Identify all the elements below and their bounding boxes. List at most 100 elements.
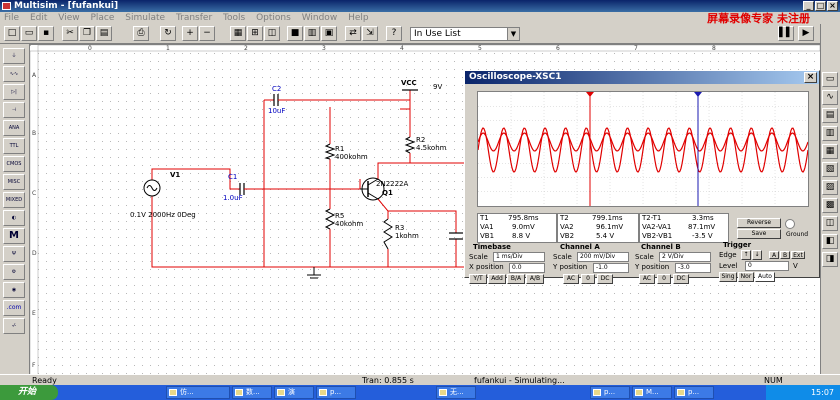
menu-transfer[interactable]: Transfer [175,13,213,23]
resistor-r5[interactable]: R5 40kohm [324,208,363,230]
new-file-icon[interactable]: □ [4,26,20,41]
zoom-in-icon[interactable]: + [182,26,198,41]
export-icon[interactable]: ⇲ [362,26,378,41]
menu-simulate[interactable]: Simulate [125,13,166,23]
trigger-auto-button[interactable]: Auto [755,272,775,282]
trigger-falling-edge-button[interactable]: ↓ [752,250,762,260]
multimeter-icon[interactable]: ▭ [822,72,838,87]
menu-window[interactable]: Window [301,13,338,23]
cursor-1-handle-icon[interactable] [586,92,594,97]
trigger-rising-edge-button[interactable]: ↑ [741,250,751,260]
sim-run-icon[interactable]: ▶ [798,26,814,41]
task-item-2[interactable]: 数... [232,386,272,399]
logic-converter-icon[interactable]: ▩ [822,198,838,213]
channel-b-ac-button[interactable]: AC [639,274,655,284]
measure-parts-icon[interactable]: M [3,228,25,244]
trigger-source-b-button[interactable]: B [780,251,790,259]
basic-parts-icon[interactable]: ∿∿ [3,66,25,82]
channel-a-ypos-input[interactable]: -1.0 [593,263,629,273]
mode-ab-button[interactable]: A/B [526,274,544,284]
source-parts-icon[interactable]: ⏚ [3,48,25,64]
open-folder-icon[interactable]: ▭ [21,26,37,41]
trigger-source-ext-button[interactable]: Ext [791,251,805,259]
maximize-button[interactable]: □ [815,1,826,11]
in-use-list-dropdown[interactable]: In Use List ▼ [410,27,520,41]
capacitor-ce[interactable] [449,232,463,240]
bus-parts-icon[interactable]: -⁄- [3,318,25,334]
wiring-icon[interactable]: ⊞ [247,26,263,41]
electromech-parts-icon[interactable]: ⚙ [3,264,25,280]
cursor-1[interactable] [586,92,594,206]
menu-options[interactable]: Options [256,13,291,23]
timebase-xpos-input[interactable]: 0.0 [509,263,545,273]
cursor-2[interactable] [694,92,702,206]
channel-a-ac-button[interactable]: AC [563,274,579,284]
capacitor-c2[interactable]: C2 10uF [264,85,285,115]
capacitor-c1[interactable]: C1 1.0uF [223,173,248,202]
sim-pause-icon[interactable]: ▌▌ [778,26,794,41]
menu-view[interactable]: View [58,13,80,23]
component-icon[interactable]: ▦ [230,26,246,41]
channel-a-dc-button[interactable]: DC [597,274,613,284]
save-icon[interactable]: ▪ [38,26,54,41]
menu-tools[interactable]: Tools [223,13,246,23]
ladder-parts-icon[interactable]: ◉ [3,282,25,298]
mode-ba-button[interactable]: B/A [507,274,525,284]
misc-parts-icon[interactable]: MISC [3,174,25,190]
paste-icon[interactable]: ▤ [96,26,112,41]
spectrum-analyzer-icon[interactable]: ◧ [822,234,838,249]
save-button[interactable]: Save [737,229,781,239]
task-item-1[interactable]: 仿... [166,386,230,399]
mixed-parts-icon[interactable]: MIXED [3,192,25,208]
oscilloscope-screen[interactable] [477,91,809,207]
vcc-symbol[interactable]: VCC 9V [401,79,442,91]
network-analyzer-icon[interactable]: ◨ [822,252,838,267]
oscilloscope-icon[interactable]: ▥ [822,126,838,141]
channel-b-zero-button[interactable]: 0 [657,274,671,284]
indicator-parts-icon[interactable]: ◐ [3,210,25,226]
task-item-3[interactable]: 演 [274,386,314,399]
start-button[interactable]: 开始 [0,385,58,400]
channel-b-scale-input[interactable]: 2 V/Div [659,252,711,262]
menu-place[interactable]: Place [90,13,115,23]
trigger-source-a-button[interactable]: A [769,251,779,259]
resistor-r3[interactable]: R3 1kohm [383,218,419,250]
grapher-icon[interactable]: ▥ [304,26,320,41]
ac-source-v1[interactable]: V1 0.1V 2000Hz 0Deg [130,171,196,219]
distortion-analyzer-icon[interactable]: ◫ [822,216,838,231]
cursor-2-handle-icon[interactable] [694,92,702,97]
task-item-7[interactable]: M... [632,386,672,399]
trigger-level-input[interactable]: 0 [745,261,789,271]
bode-plotter-icon[interactable]: ▦ [822,144,838,159]
cmos-parts-icon[interactable]: CMOS [3,156,25,172]
logic-analyzer-icon[interactable]: ▨ [822,180,838,195]
transistor-parts-icon[interactable]: ⊣ [3,102,25,118]
resistor-r2[interactable]: R2 4.5kohm [404,136,447,154]
close-button[interactable]: × [827,1,838,11]
web-parts-icon[interactable]: .com [3,300,25,316]
database-icon[interactable]: ▣ [321,26,337,41]
zoom-out-icon[interactable]: − [199,26,215,41]
channel-b-dc-button[interactable]: DC [673,274,689,284]
timebase-scale-input[interactable]: 1 ms/Div [493,252,545,262]
function-generator-icon[interactable]: ∿ [822,90,838,105]
channel-b-ypos-input[interactable]: -3.0 [675,263,711,273]
postprocessor-icon[interactable]: ■ [287,26,303,41]
diode-parts-icon[interactable]: ▷| [3,84,25,100]
help-icon[interactable]: ? [386,26,402,41]
transistor-q1[interactable]: 2N2222A Q1 [360,177,409,201]
chevron-down-icon[interactable]: ▼ [507,28,519,40]
menu-help[interactable]: Help [348,13,369,23]
mode-yt-button[interactable]: Y/T [469,274,487,284]
word-generator-icon[interactable]: ▧ [822,162,838,177]
trigger-normal-button[interactable]: Nor [738,272,754,282]
task-item-6[interactable]: p... [590,386,630,399]
task-item-4[interactable]: p... [316,386,356,399]
menu-file[interactable]: File [4,13,20,23]
task-item-5[interactable]: 无... [436,386,476,399]
channel-a-zero-button[interactable]: 0 [581,274,595,284]
analysis-icon[interactable]: ◫ [264,26,280,41]
trigger-single-button[interactable]: Sing [719,272,737,282]
cut-icon[interactable]: ✂ [62,26,78,41]
print-icon[interactable]: ⎙ [133,26,149,41]
